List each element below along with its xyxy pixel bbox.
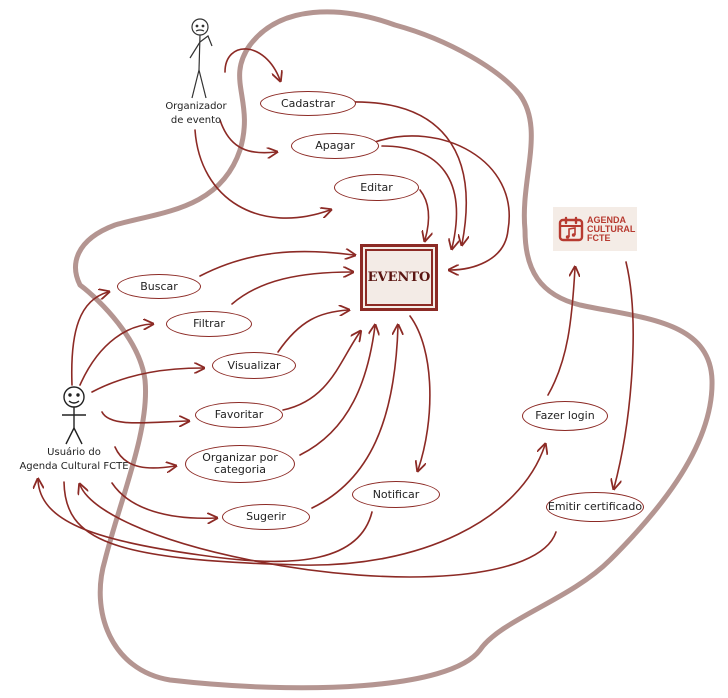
- arrow-apagar-evento: [381, 145, 456, 248]
- use-case-notificar[interactable]: Notificar: [352, 481, 440, 508]
- use-case-visualizar[interactable]: Visualizar: [212, 352, 296, 379]
- use-case-editar-label: Editar: [360, 180, 393, 194]
- use-case-buscar[interactable]: Buscar: [117, 274, 201, 299]
- arrow-visualizar-evento: [277, 310, 348, 353]
- use-case-filtrar[interactable]: Filtrar: [166, 311, 252, 337]
- arrow-organizar-evento: [299, 326, 375, 456]
- arrow-certificado-user: [80, 485, 557, 578]
- calendar-music-icon: [558, 216, 584, 242]
- arrow-org-cadastrar: [224, 48, 280, 80]
- arrow-org-editar: [194, 129, 330, 219]
- use-case-cadastrar[interactable]: Cadastrar: [260, 91, 356, 116]
- use-case-apagar[interactable]: Apagar: [291, 133, 379, 159]
- arrow-user-filtrar: [79, 324, 152, 386]
- use-case-organizar-label: Organizar por categoria: [202, 451, 278, 476]
- use-case-organizar-por-categoria[interactable]: Organizar por categoria: [185, 445, 295, 483]
- use-case-sugerir[interactable]: Sugerir: [222, 504, 310, 530]
- arrow-cadastrar-evento-2: [374, 135, 510, 270]
- organizer-label-line2: de evento: [170, 115, 222, 126]
- user-actor-icon: [62, 386, 86, 445]
- use-case-favoritar-label: Favoritar: [214, 408, 264, 421]
- arrow-user-sugerir: [111, 482, 216, 518]
- association-arrows: [38, 48, 634, 578]
- organizer-actor-label: Organizador de evento: [160, 100, 232, 128]
- use-case-emitir-certificado-label: Emitir certificado: [547, 500, 643, 513]
- use-case-cadastrar-label: Cadastrar: [281, 96, 335, 110]
- arrow-org-apagar: [219, 119, 276, 153]
- organizer-label-line1: Organizador: [165, 101, 227, 112]
- use-case-editar[interactable]: Editar: [334, 174, 419, 201]
- arrow-buscar-evento: [199, 252, 354, 277]
- arrow-filtrar-evento: [231, 272, 352, 305]
- arrow-editar-evento: [419, 189, 429, 240]
- organizer-actor-icon: [189, 18, 213, 99]
- evento-entity-box[interactable]: EVENTO: [360, 244, 438, 311]
- use-case-emitir-certificado[interactable]: Emitir certificado: [546, 492, 644, 522]
- arrow-favoritar-evento: [282, 332, 360, 411]
- use-case-filtrar-label: Filtrar: [193, 317, 225, 330]
- arrow-login-logo: [547, 268, 575, 396]
- use-case-apagar-label: Apagar: [315, 139, 355, 152]
- use-case-buscar-label: Buscar: [140, 279, 178, 293]
- use-case-visualizar-label: Visualizar: [227, 358, 281, 372]
- arrow-user-organizar: [114, 446, 175, 468]
- user-label-line2: Agenda Cultural FCTE: [19, 461, 129, 472]
- arrow-cadastrar-evento: [349, 101, 466, 244]
- arrow-evento-notificar: [409, 315, 431, 470]
- arrow-user-buscar: [70, 292, 108, 386]
- use-case-notificar-label: Notificar: [372, 487, 420, 501]
- logo-wordmark: AGENDA CULTURAL FCTE: [587, 214, 636, 243]
- arrow-user-login: [63, 445, 545, 566]
- logo-line1: AGENDA: [587, 214, 627, 225]
- arrow-logo-certificado: [614, 261, 634, 488]
- use-case-fazer-login[interactable]: Fazer login: [522, 401, 608, 431]
- boundary-loop: [73, 9, 715, 691]
- logo-line3: FCTE: [587, 232, 611, 243]
- arrow-notificar-user: [38, 480, 373, 563]
- agenda-cultural-logo: AGENDA CULTURAL FCTE: [553, 207, 637, 251]
- use-case-fazer-login-label: Fazer login: [535, 409, 595, 422]
- arrow-sugerir-evento: [311, 326, 398, 509]
- user-actor-label: Usuário do Agenda Cultural FCTE: [18, 446, 130, 474]
- arrow-user-visualizar: [91, 368, 203, 393]
- logo-line2: CULTURAL: [587, 223, 636, 234]
- evento-label: EVENTO: [367, 270, 431, 285]
- user-label-line1: Usuário do: [47, 447, 101, 458]
- use-case-sugerir-label: Sugerir: [246, 510, 286, 523]
- arrow-user-favoritar: [101, 411, 188, 423]
- use-case-favoritar[interactable]: Favoritar: [195, 402, 283, 428]
